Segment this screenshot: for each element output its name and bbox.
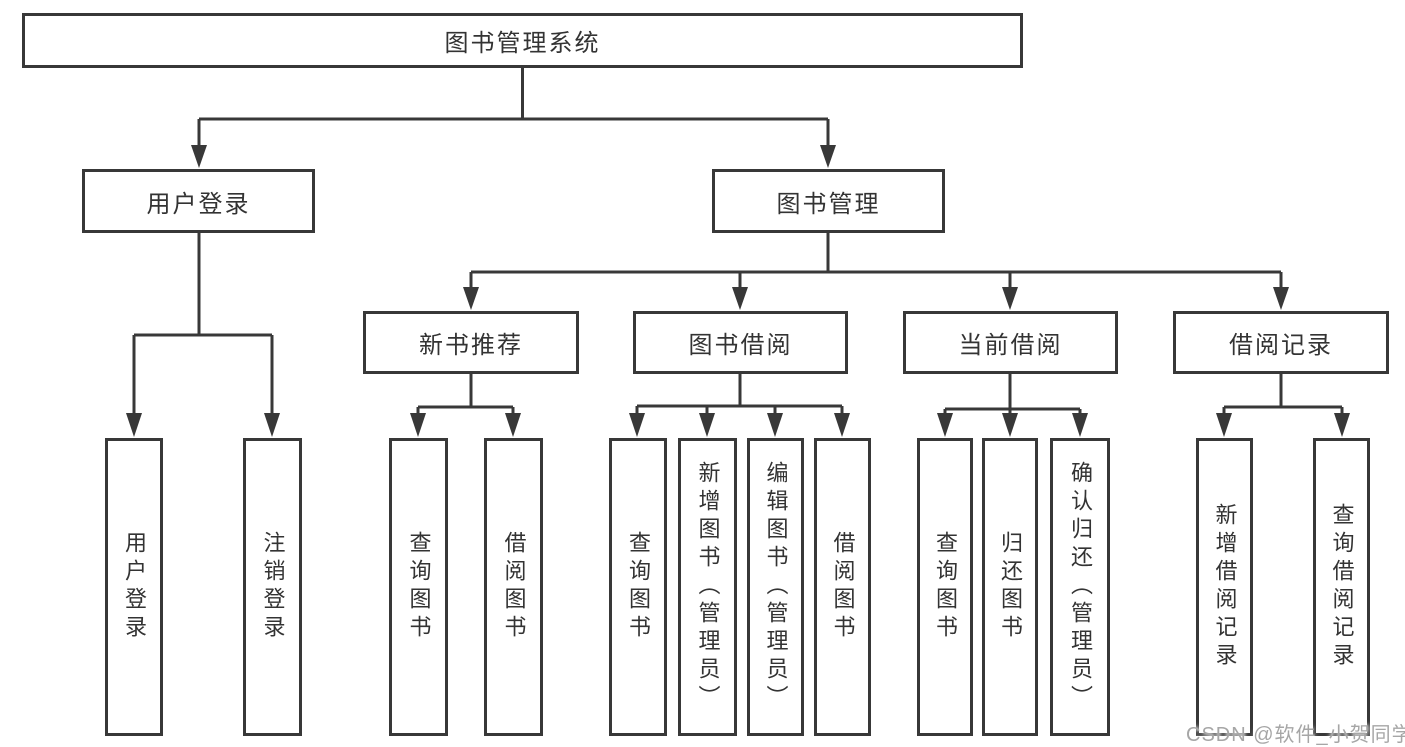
node-book-management: 图书管理 <box>712 169 945 233</box>
leaf-user-login: 用户登录 <box>105 438 163 736</box>
node-root-label: 图书管理系统 <box>444 30 601 57</box>
leaf-recommend-query-books: 查询图书 <box>389 438 448 736</box>
node-current-borrow: 当前借阅 <box>903 311 1118 374</box>
node-borrow-records-label: 借阅记录 <box>1229 332 1333 359</box>
leaf-current-return-books: 归还图书 <box>982 438 1038 736</box>
leaf-records-query-borrow-record-label: 查询借阅记录 <box>1329 503 1355 671</box>
node-borrow-records: 借阅记录 <box>1173 311 1389 374</box>
leaf-records-add-borrow-record: 新增借阅记录 <box>1196 438 1253 736</box>
arrowheads <box>126 145 1350 437</box>
leaf-recommend-borrow-books: 借阅图书 <box>484 438 543 736</box>
leaf-current-query-books: 查询图书 <box>917 438 973 736</box>
leaf-borrow-borrow-books-label: 借阅图书 <box>830 531 856 643</box>
leaf-borrow-add-books-admin-label: 新增图书（管理员） <box>695 461 721 713</box>
node-root-library-management-system: 图书管理系统 <box>22 13 1023 68</box>
leaf-recommend-query-books-label: 查询图书 <box>406 531 432 643</box>
leaf-logout: 注销登录 <box>243 438 302 736</box>
leaf-current-return-books-label: 归还图书 <box>998 531 1023 643</box>
node-new-book-recommend-label: 新书推荐 <box>419 332 523 359</box>
leaf-current-query-books-label: 查询图书 <box>933 531 958 643</box>
node-current-borrow-label: 当前借阅 <box>958 332 1063 359</box>
leaf-borrow-edit-books-admin-label: 编辑图书（管理员） <box>763 461 789 713</box>
leaf-logout-label: 注销登录 <box>260 531 286 643</box>
leaf-records-add-borrow-record-label: 新增借阅记录 <box>1212 503 1238 671</box>
leaf-borrow-query-books: 查询图书 <box>609 438 667 736</box>
leaf-user-login-label: 用户登录 <box>122 531 147 643</box>
leaf-records-query-borrow-record: 查询借阅记录 <box>1313 438 1370 736</box>
node-book-management-label: 图书管理 <box>776 190 881 218</box>
csdn-watermark: CSDN @软件_小贺同学 <box>1186 724 1405 746</box>
node-new-book-recommend: 新书推荐 <box>363 311 579 374</box>
leaf-borrow-add-books-admin: 新增图书（管理员） <box>678 438 737 736</box>
leaf-current-confirm-return-admin: 确认归还（管理员） <box>1050 438 1110 736</box>
leaf-current-confirm-return-admin-label: 确认归还（管理员） <box>1068 461 1093 713</box>
node-user-login-label: 用户登录 <box>146 190 251 218</box>
node-book-borrow-label: 图书借阅 <box>688 332 793 359</box>
leaf-recommend-borrow-books-label: 借阅图书 <box>501 531 527 643</box>
leaf-borrow-borrow-books: 借阅图书 <box>814 438 871 736</box>
leaf-borrow-edit-books-admin: 编辑图书（管理员） <box>747 438 804 736</box>
node-user-login: 用户登录 <box>82 169 315 233</box>
leaf-borrow-query-books-label: 查询图书 <box>626 531 651 643</box>
node-book-borrow: 图书借阅 <box>633 311 848 374</box>
